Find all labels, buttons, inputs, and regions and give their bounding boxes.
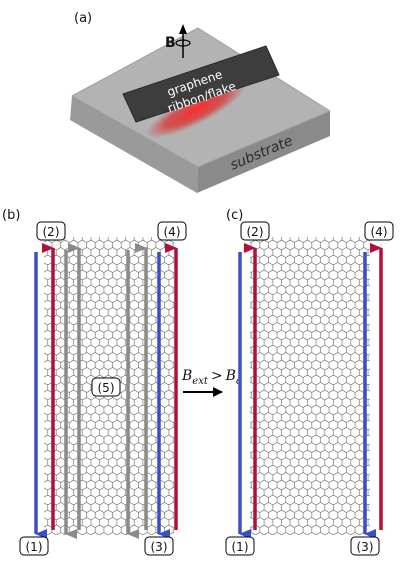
terminal-4-b: (4) — [157, 221, 187, 241]
svg-text:Bext>Bc: Bext>Bc — [181, 368, 242, 387]
terminal-2-label: (2) — [43, 225, 60, 239]
transition-condition: Bext>Bc — [181, 368, 242, 387]
terminal-1-c: (1) — [225, 536, 255, 556]
panel-a-label: (a) — [74, 11, 92, 26]
graphene-lattice-c — [250, 237, 370, 535]
terminal-1c-label: (1) — [232, 540, 249, 554]
terminal-4-c: (4) — [364, 221, 394, 241]
panel-b-label: (b) — [2, 208, 20, 223]
terminal-4-label: (4) — [164, 225, 181, 239]
terminal-4c-label: (4) — [371, 225, 388, 239]
terminal-3-b: (3) — [144, 536, 174, 556]
terminal-2-c: (2) — [240, 221, 270, 241]
flake-glow — [145, 81, 247, 139]
terminal-1-label: (1) — [26, 540, 43, 554]
transition-op: > — [211, 368, 223, 384]
terminal-5-b: (5) — [91, 377, 121, 397]
transition-b: B — [181, 368, 192, 384]
transition-b2: B — [225, 368, 236, 384]
graphene-flake — [122, 45, 280, 123]
terminal-2c-label: (2) — [247, 225, 264, 239]
terminal-3-c: (3) — [350, 536, 380, 556]
terminal-1-b: (1) — [19, 536, 49, 556]
terminal-3c-label: (3) — [357, 540, 374, 554]
terminal-2-b: (2) — [36, 221, 66, 241]
transition-ext: ext — [192, 376, 209, 387]
field-symbol: B — [165, 35, 176, 51]
field-direction-icon — [175, 24, 191, 58]
terminal-3-label: (3) — [151, 540, 168, 554]
terminal-5-label: (5) — [98, 381, 115, 395]
panel-c-label: (c) — [226, 208, 243, 223]
